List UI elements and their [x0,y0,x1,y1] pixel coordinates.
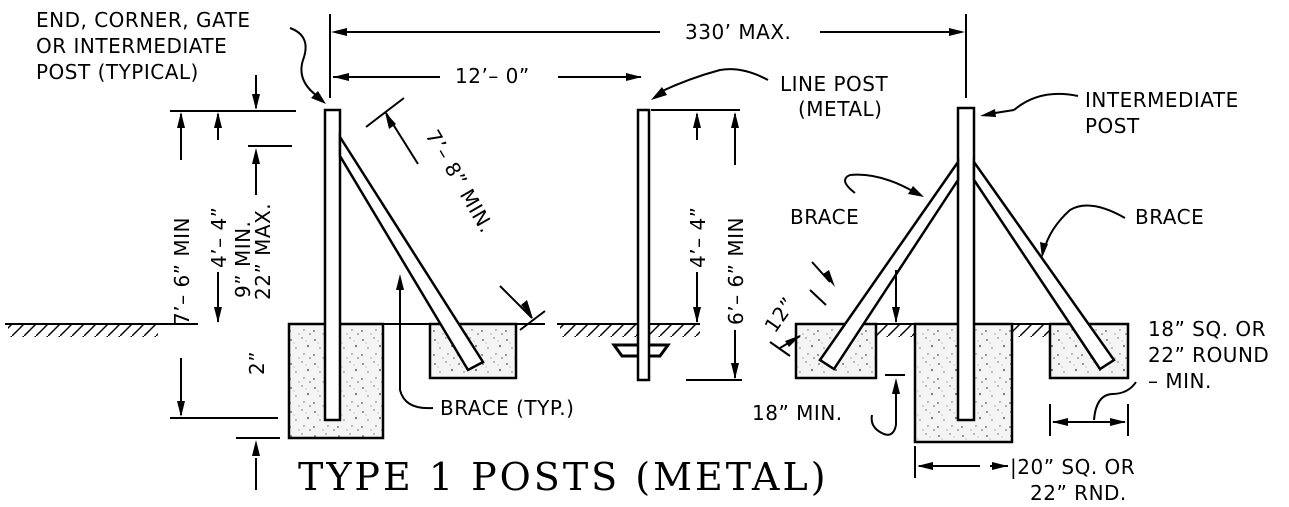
post-spacing-label: 12’– 0” [455,64,530,88]
brace-left-diagonal [818,158,960,371]
brace-length-label: 7’– 8” MIN. [421,126,499,237]
footing-size-label-2: 22” ROUND [1148,343,1269,367]
end-post-label-3: POST (TYPICAL) [36,60,199,84]
dim-left-vertical [160,75,296,490]
embed-depth-label: 2” [245,351,269,375]
center-footing-label-2: 22” RND. [1030,481,1127,505]
dim-brace-offset [769,261,835,357]
brace-right-diagonal [972,158,1116,371]
intermediate-post-label-1: INTERMEDIATE [1085,88,1239,112]
dim-line-post [651,109,742,381]
dim-right-footing [1049,381,1137,436]
post-height-total-label: 7’– 6” MIN [170,217,194,325]
line-post-label-1: LINE POST [780,72,888,96]
footing-depth-label: 18” MIN. [752,401,843,425]
brace-typ-label: BRACE (TYP.) [440,396,574,420]
footing-size-label-1: 18” SQ. OR [1148,317,1266,341]
line-post-label-2: (METAL) [798,97,883,121]
brace-label-right: BRACE [1135,205,1204,229]
dim-12-0 [333,73,642,81]
leaders [289,27,1126,410]
max-span-label: 330’ MAX. [685,20,791,44]
diagram-title: TYPE 1 POSTS (METAL) [298,455,829,499]
line-post [636,108,651,382]
intermediate-post [956,106,976,422]
end-brace [338,132,485,372]
brace-attach-min-label: 9” MIN. [231,221,255,298]
dim-330-max [329,14,967,98]
dim-brace-length [365,97,546,331]
brace-label-left: BRACE [790,205,859,229]
line-post-above-label: 4’– 4” [686,206,710,268]
end-post-label-1: END, CORNER, GATE [36,8,251,32]
dim-footing-depth [870,270,905,436]
ground-lines [5,323,1128,337]
line-post-total-label: 6’– 6” MIN [724,217,748,325]
footing-size-label-3: – MIN. [1148,369,1212,393]
end-post [323,108,342,422]
brace-offset-label: 12” [759,293,800,337]
intermediate-post-label-2: POST [1085,114,1140,138]
center-footing-label-1: |20” SQ. OR [1010,455,1135,479]
post-height-above-label: 4’– 4” [207,206,231,268]
end-post-label-2: OR INTERMEDIATE [36,34,227,58]
brace-attach-max-label: 22” MAX. [251,203,275,300]
dim-center-footing [914,446,1008,478]
